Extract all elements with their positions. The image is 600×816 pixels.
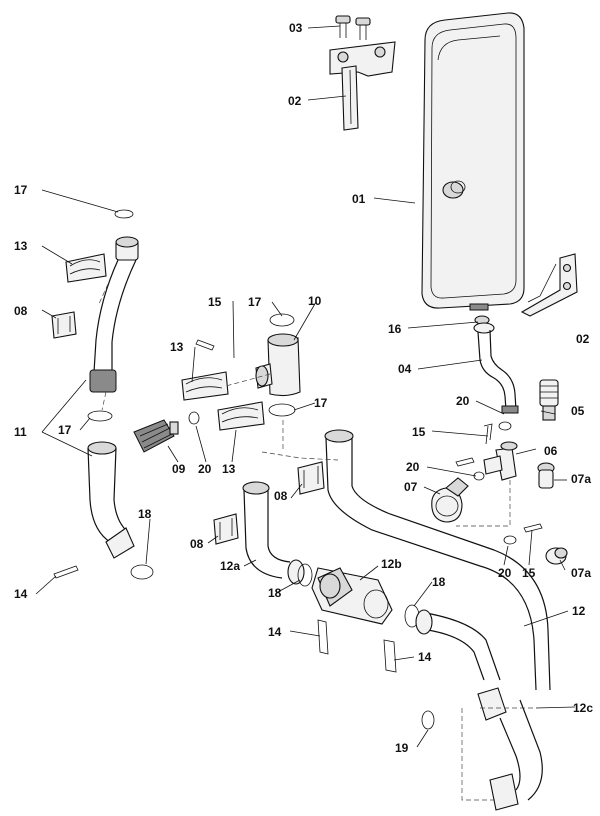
part-safety-valve-06 [483,441,518,481]
part-expansion-vessel [421,12,525,311]
label-11: 11 [14,425,27,439]
label-04: 04 [398,362,412,376]
label-03: 03 [289,21,303,35]
label-20-center: 20 [198,462,212,476]
label-07: 07 [404,480,418,494]
assembly-guide-lines [97,283,534,801]
label-20-upper-right: 20 [456,394,470,408]
label-15-lower-right: 15 [522,566,536,580]
part-valve-05 [539,379,559,421]
label-14-right: 14 [418,650,432,664]
label-17-left: 17 [14,183,28,197]
part-tee-fitting-10 [255,313,301,417]
label-13-lower: 13 [222,462,236,476]
label-17-right: 17 [314,396,328,410]
label-12: 12 [572,604,586,618]
label-12c: 12c [573,701,593,715]
part-clamp-13-left [65,253,107,283]
part-clip-14-center [317,619,329,655]
label-17-lower-left: 17 [58,423,72,437]
part-plug-07a-lower [545,547,568,565]
label-08-lower: 08 [190,537,204,551]
part-elbow-pipe-12a [242,481,305,585]
part-plug-07a-upper [537,462,555,489]
label-18-right: 18 [432,575,446,589]
part-drain-valve-07 [431,477,469,523]
label-14-left: 14 [14,587,28,601]
label-16: 16 [388,322,402,336]
part-clip-14-left [53,565,79,579]
part-clip-08-left [51,311,77,339]
part-clip-15-right [455,423,543,533]
part-pipe-11-upper [89,209,139,393]
part-wall-bracket-right [520,253,578,317]
part-o-ring-18-center [297,563,313,587]
label-15-center: 15 [208,295,222,309]
label-08-center: 08 [274,489,288,503]
label-05: 05 [571,404,585,418]
part-clamp-13-center [181,371,265,431]
part-upper-bracket [329,15,396,131]
leader-lines [35,25,576,748]
label-12a: 12a [220,559,240,573]
part-clip-15-center [195,339,215,351]
label-20-mid-right: 20 [406,460,420,474]
label-06: 06 [544,444,558,458]
label-14-center: 14 [268,625,282,639]
label-07a-upper: 07a [571,472,591,486]
part-clip-08-center [213,461,325,545]
part-o-ring-20-center [188,411,200,425]
label-12b: 12b [381,557,402,571]
label-08-left: 08 [14,304,28,318]
part-long-pipe-12 [324,429,551,691]
part-clip-14-right [383,639,397,673]
label-18-center: 18 [268,586,282,600]
label-18-left: 18 [138,507,152,521]
label-17-center: 17 [248,295,262,309]
part-valve-body-12b [311,567,393,625]
label-19: 19 [395,741,409,755]
label-02-upper: 02 [288,94,302,108]
part-labels: 03 02 01 17 13 08 11 17 15 17 10 13 17 0… [14,21,593,755]
label-09: 09 [172,462,186,476]
label-07a-lower: 07a [571,566,591,580]
label-13-left: 13 [14,239,28,253]
label-01: 01 [352,192,366,206]
part-lower-pipe-12c [421,687,543,811]
label-15-right: 15 [412,425,426,439]
label-20-lower-right: 20 [498,566,512,580]
label-10: 10 [308,294,322,308]
part-filter-09 [133,419,179,453]
label-13-center: 13 [170,340,184,354]
label-02-right: 02 [576,332,590,346]
part-pipe-11-lower [87,410,154,580]
part-connecting-pipe [473,315,519,414]
